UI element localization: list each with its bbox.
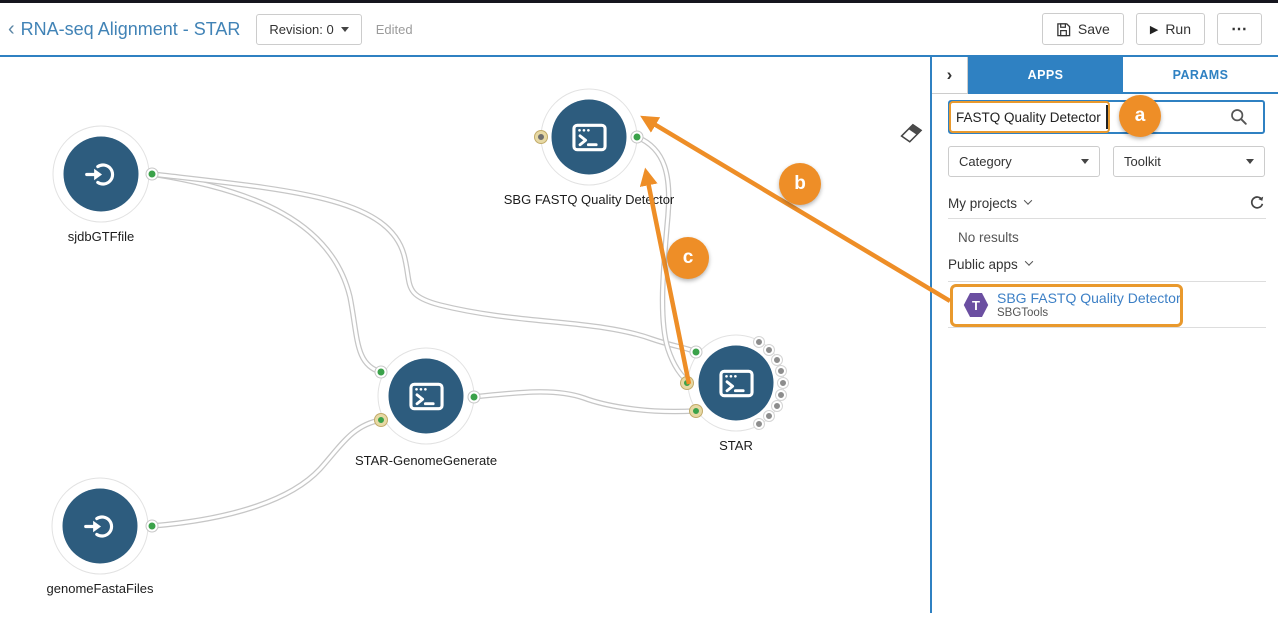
toolkit-label: Toolkit [1124,154,1161,169]
divider [948,281,1266,282]
input-icon [83,514,113,538]
tab-apps[interactable]: APPS [968,57,1123,92]
collapse-sidebar-button[interactable]: › [932,57,968,94]
window-edge [0,0,1278,3]
input-node-circle [63,136,139,212]
port-output[interactable] [146,168,158,180]
terminal-icon [571,123,607,151]
app-search-box [948,100,1265,134]
chevron-down-icon [340,26,349,32]
node-label: STAR-GenomeGenerate [354,453,498,468]
toolkit-dropdown[interactable]: Toolkit [1113,146,1265,177]
port-output-unconnected[interactable] [764,345,774,355]
port-output-unconnected[interactable] [764,411,774,421]
section-label: Public apps [948,257,1018,272]
port-output-unconnected[interactable] [772,401,782,411]
text-cursor [1106,105,1108,129]
chevron-right-icon: › [946,65,953,84]
refresh-icon[interactable] [1249,195,1265,211]
search-icon[interactable] [1230,108,1248,126]
port-output-unconnected[interactable] [776,366,786,376]
chevron-down-icon [1023,196,1033,205]
port-input[interactable] [681,377,693,389]
port-output-unconnected[interactable] [754,337,764,347]
chevron-down-icon [1246,159,1254,164]
port-output[interactable] [468,391,480,403]
port-input[interactable] [690,405,702,417]
tool-node-circle [388,358,464,434]
no-results-text: No results [958,230,1019,245]
port-output-unconnected[interactable] [754,419,764,429]
node-label: STAR [719,438,753,453]
node-label: sjdbGTFfile [67,229,135,244]
tool-node-circle [551,99,627,175]
node-sjdbGTFfile[interactable] [52,125,150,223]
page-title: RNA-seq Alignment - STAR [20,18,241,39]
port-input[interactable] [375,366,387,378]
divider [948,218,1266,219]
port-output[interactable] [146,520,158,532]
node-label: SBG FASTQ Quality Detector [503,192,675,207]
node-fastq-quality-detector[interactable] [540,88,638,186]
input-node-circle [62,488,138,564]
chevron-down-icon [1081,159,1089,164]
connection-sjdb-to-genomegenerate[interactable] [149,171,384,375]
save-label: Save [1077,21,1110,37]
tool-letter: T [972,297,980,313]
run-label: Run [1165,21,1191,37]
input-icon [84,162,114,186]
edited-status: Edited [375,21,413,37]
app-header: ‹ RNA-seq Alignment - STAR Revision: 0 E… [0,3,1278,57]
node-genomeFastaFiles[interactable] [51,477,149,575]
eraser-icon[interactable] [898,119,924,143]
port-output-unconnected[interactable] [778,378,788,388]
save-icon [1057,22,1071,36]
port-input[interactable] [375,414,387,426]
ellipsis-icon: ⋯ [1231,21,1248,38]
category-label: Category [959,154,1012,169]
play-icon: ▶ [1149,23,1159,36]
port-input[interactable] [535,131,547,143]
chevron-down-icon [1024,257,1034,266]
port-input[interactable] [690,346,702,358]
connection-genomefasta-to-genomegenerate[interactable] [149,417,384,529]
terminal-icon [718,369,754,397]
section-public-apps[interactable]: Public apps [948,257,1034,272]
apps-sidebar: › APPS PARAMS Category Toolkit My projec… [932,57,1278,613]
workflow-canvas[interactable]: sjdbGTFfile SBG FASTQ Quality Detector S… [0,57,932,613]
node-label: genomeFastaFiles [46,581,154,596]
tool-node-circle [698,345,774,421]
revision-label: Revision: 0 [269,21,334,37]
app-result-fastq-quality-detector[interactable]: T SBG FASTQ Quality Detector SBGTools [950,284,1183,327]
tab-params[interactable]: PARAMS [1123,57,1278,92]
section-label: My projects [948,196,1018,211]
port-output-unconnected[interactable] [772,355,782,365]
section-my-projects[interactable]: My projects [948,196,1033,211]
more-options-button[interactable]: ⋯ [1217,13,1262,45]
category-dropdown[interactable]: Category [948,146,1100,177]
sidebar-tabs: › APPS PARAMS [932,57,1278,94]
divider [948,327,1266,328]
node-star-genome-generate[interactable] [377,347,475,445]
terminal-icon [408,382,444,410]
result-title[interactable]: SBG FASTQ Quality Detector [997,290,1181,306]
port-output-unconnected[interactable] [776,390,786,400]
run-button[interactable]: ▶ Run [1135,13,1205,45]
back-icon[interactable]: ‹ [8,18,15,40]
save-button[interactable]: Save [1041,13,1124,45]
result-subtitle: SBGTools [997,307,1049,319]
connection-genomegenerate-to-star[interactable] [470,389,698,415]
search-input[interactable] [956,104,1211,130]
tool-hexagon-icon: T [963,293,989,317]
port-output[interactable] [631,131,643,143]
revision-dropdown[interactable]: Revision: 0 [256,13,362,45]
